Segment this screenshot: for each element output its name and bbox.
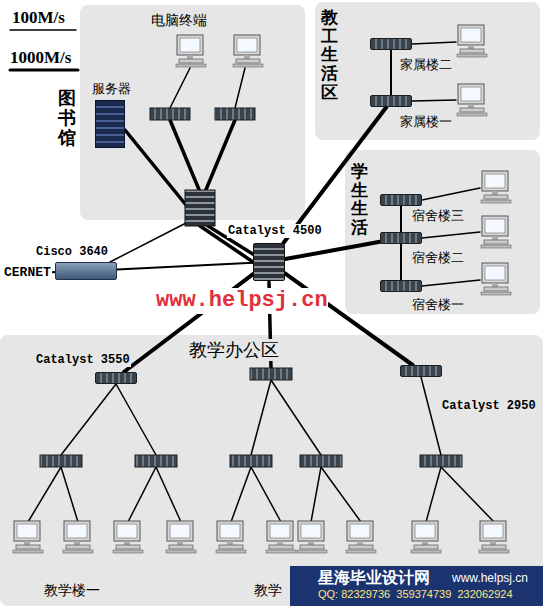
- device-label: Catalyst 2950: [441, 399, 537, 413]
- device-label: 宿舍楼三: [411, 208, 465, 224]
- wire: [170, 68, 190, 108]
- network-node: CERNET: [3, 265, 52, 281]
- network-link: [283, 107, 386, 243]
- wire: [422, 188, 480, 200]
- switch-icon: 宿舍楼一: [380, 280, 422, 292]
- wire: [28, 467, 61, 522]
- wire: [421, 377, 441, 455]
- wire: [422, 280, 480, 286]
- region-label: 学生生活: [351, 162, 368, 237]
- wire: [231, 467, 251, 522]
- watermark: 星海毕业设计网: [318, 568, 430, 587]
- wire: [61, 384, 116, 455]
- wire: [311, 467, 321, 522]
- wire: [61, 467, 78, 522]
- region-label: 教工生活区: [321, 8, 338, 101]
- device-label: Catalyst 3550: [35, 353, 131, 367]
- device-label: Catalyst 4500: [227, 224, 323, 238]
- network-link: [401, 206, 402, 232]
- legend-text: 1000M/s: [10, 48, 71, 68]
- region-label: 教学办公区: [188, 339, 280, 361]
- wire: [271, 380, 321, 455]
- wire: [110, 222, 188, 262]
- wire: [251, 380, 271, 455]
- network-link: [401, 244, 402, 280]
- device-label: 家属楼一: [399, 114, 453, 130]
- wire: [426, 467, 441, 522]
- banner: [290, 566, 543, 606]
- legend-line: [10, 69, 78, 72]
- region-panel-ground: [0, 335, 543, 606]
- wire: [116, 384, 156, 455]
- region-panel: 教学办公区Catalyst 3550Catalyst 2950: [0, 335, 543, 606]
- router-icon: Cisco 3640: [55, 262, 117, 280]
- region-panel-ground: [345, 150, 540, 314]
- building-label: 教学楼一: [44, 582, 100, 599]
- device-label: 家属楼二: [399, 57, 453, 73]
- wire: [170, 120, 200, 192]
- core-switch-icon: Catalyst 4500: [253, 243, 285, 281]
- region-panel-ground: [80, 5, 305, 220]
- device-label: 服务器: [91, 81, 132, 97]
- region-panel-ground: [315, 2, 540, 140]
- switch-icon: Catalyst 2950: [400, 365, 442, 377]
- wire: [235, 68, 245, 108]
- switch-icons: [40, 108, 462, 467]
- switch-icon: 家属楼二: [370, 38, 412, 50]
- switch-icon: 家属楼一: [370, 95, 412, 107]
- network-link: [391, 50, 392, 95]
- legend-line: [10, 29, 76, 31]
- wire: [412, 42, 456, 44]
- wire: [441, 467, 494, 522]
- wire: [125, 130, 186, 205]
- switch-icon: 宿舍楼三: [380, 194, 422, 206]
- region-label: 图书馆: [58, 88, 76, 147]
- region-label: 电脑终端: [150, 12, 208, 29]
- device-label: 宿舍楼二: [411, 250, 465, 266]
- computer-icons: [13, 25, 511, 553]
- region-panel: 学生生活宿舍楼三宿舍楼二宿舍楼一: [345, 150, 540, 314]
- wire: [321, 467, 361, 522]
- wire: [156, 467, 181, 522]
- network-link: [117, 263, 253, 270]
- region-panel: 图书馆电脑终端服务器: [80, 5, 305, 220]
- switch-icon: 宿舍楼二: [380, 232, 422, 244]
- watermark: QQ: 82329736 359374739 232062924: [318, 588, 513, 601]
- device-label: Cisco 3640: [35, 245, 109, 259]
- building-label: 教学: [254, 582, 282, 599]
- watermark: www.helpsj.cn: [156, 288, 328, 314]
- switch-icon: Catalyst 3550: [95, 372, 137, 384]
- device-label: CERNET: [3, 265, 52, 281]
- wire: [128, 467, 156, 522]
- wire: [205, 120, 235, 192]
- region-panel: 教工生活区家属楼二家属楼一: [315, 2, 540, 140]
- wire: [422, 232, 480, 238]
- wire: [251, 467, 281, 522]
- network-link: [285, 242, 380, 259]
- wire: [412, 100, 456, 101]
- legend-text: 100M/s: [12, 8, 65, 28]
- server-icon: 服务器: [95, 100, 125, 148]
- watermark: www.helpsj.cn: [452, 571, 528, 585]
- device-label: 宿舍楼一: [411, 297, 465, 313]
